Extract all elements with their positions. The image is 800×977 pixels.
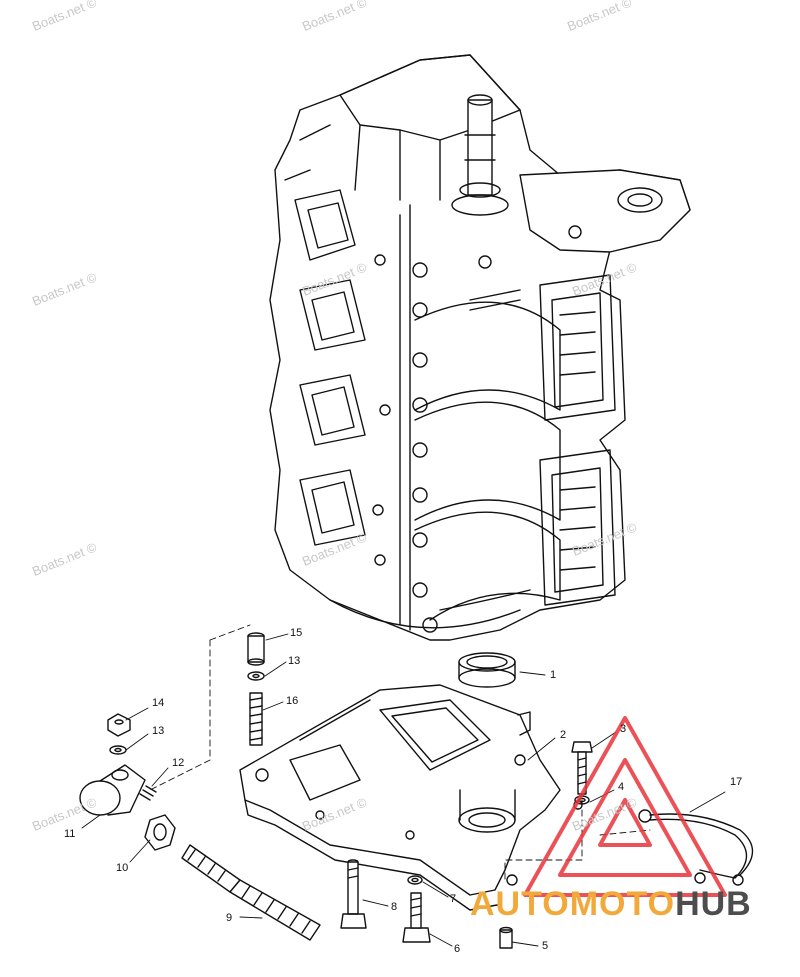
brand-hub-text: HUB — [675, 885, 752, 923]
callout-10: 10 — [116, 862, 129, 874]
part-6-bolt — [402, 892, 431, 943]
part-7-washer — [407, 875, 423, 885]
callout-7: 7 — [450, 893, 457, 905]
part-9-threaded-stud — [181, 844, 321, 941]
callout-13-lower: 13 — [152, 725, 165, 737]
callout-3: 3 — [620, 723, 627, 735]
part-1-seal-ring — [458, 652, 516, 688]
part-15-sleeve — [247, 632, 265, 666]
part-17-ground-cable — [638, 809, 754, 886]
cylinder-block — [269, 54, 691, 641]
callout-11: 11 — [64, 828, 76, 840]
callout-4: 4 — [618, 781, 625, 793]
part-10-nut — [144, 814, 176, 851]
callout-16: 16 — [286, 695, 299, 707]
automotohub-logo — [523, 716, 727, 897]
callout-15: 15 — [290, 627, 303, 639]
brand-auto-text: AUTOMOTO — [470, 885, 676, 923]
part-13-washers — [109, 671, 265, 755]
callout-8: 8 — [391, 901, 398, 913]
callout-9: 9 — [226, 912, 233, 924]
callout-12: 12 — [172, 757, 185, 769]
callout-2: 2 — [560, 729, 567, 741]
callout-13-upper: 13 — [288, 655, 301, 667]
callout-14: 14 — [152, 697, 165, 709]
callout-1: 1 — [550, 669, 557, 681]
part-16-stud — [249, 692, 263, 746]
callout-17: 17 — [730, 776, 743, 788]
callout-6: 6 — [454, 943, 461, 955]
automotohub-wordmark: AUTOMOTOHUB — [470, 885, 752, 924]
part-3-bolt — [571, 741, 593, 795]
part-8-long-bolt — [340, 859, 367, 929]
part-5-dowel-pin — [499, 926, 513, 949]
callout-5: 5 — [542, 940, 549, 952]
part-14-nut — [107, 713, 131, 737]
